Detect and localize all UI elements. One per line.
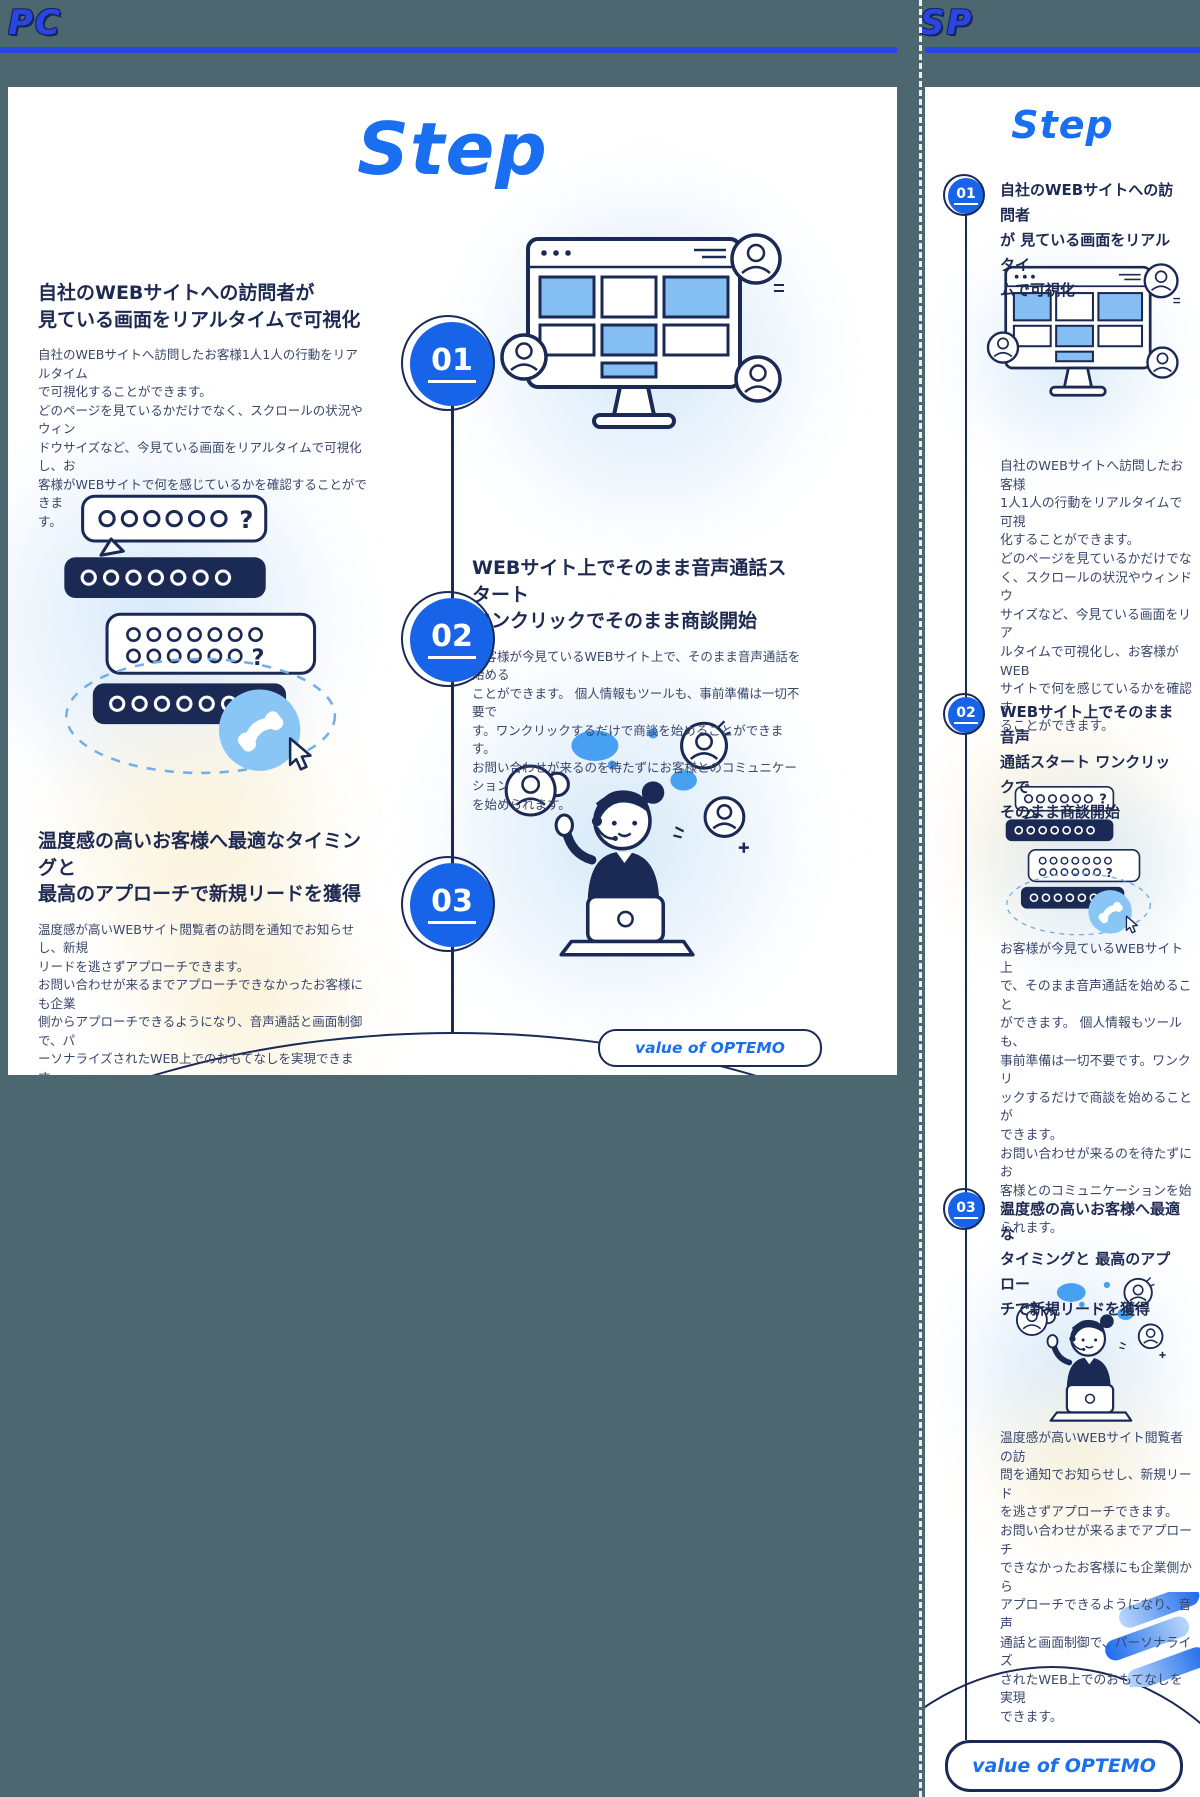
step-3-number-badge: 03 [943, 1188, 985, 1230]
step-3-body: 温度感が高いWEBサイト閲覧者の訪 問を通知でお知らせし、新規リード を逃さずア… [1000, 1431, 1192, 1725]
pc-preview-card: Step 自社のWEBサイトへの訪問者が 見ている画面をリアルタイムで可視化 自… [8, 87, 897, 1075]
sp-top-bar [925, 47, 1200, 53]
step-2-number-badge: 02 [943, 693, 985, 735]
step-connector-line [451, 364, 454, 1032]
pc-step-2-text: WEBサイト上でそのまま音声通話スタート ワンクリックでそのまま商談開始 お客様… [472, 555, 804, 814]
step-2-heading: WEBサイト上でそのまま音声通話スタート ワンクリックでそのまま商談開始 [472, 557, 787, 632]
monitor-live-viewers-illustration [498, 227, 798, 497]
step-1-body: 自社のWEBサイトへ訪問したお客様1人1人の行動をリアルタイム で可視化すること… [38, 347, 367, 529]
step-3-number-badge: 03 [401, 856, 495, 952]
pc-version-label: PC [8, 3, 62, 43]
step-connector-line [964, 196, 967, 1740]
section-title: Step [1011, 103, 1114, 147]
panel-divider-dashed-line [919, 0, 922, 1797]
step-2-body: お客様が今見ているWEBサイト上で、そのまま音声通話を始める ことができます。 … [472, 648, 801, 812]
step-2-heading: WEBサイト上でそのまま音声 通話スタート ワンクリックで そのまま商談開始 [1000, 703, 1174, 821]
step-3-number: 03 [954, 1201, 978, 1219]
step-1-number-badge: 01 [943, 174, 985, 216]
sp-version-label: SP [920, 3, 974, 43]
step-2-number-badge: 02 [401, 591, 495, 687]
step-1-body: 自社のWEBサイトへ訪問したお客様 1人1人の行動をリアルタイムで可視 化するこ… [1000, 459, 1192, 735]
step-1-heading: 自社のWEBサイトへの訪問者が 見ている画面をリアルタイムで可視化 [38, 282, 361, 331]
value-of-optemo-badge[interactable]: value of OPTEMO [945, 1740, 1183, 1792]
dome-arc-decoration [8, 1032, 897, 1075]
step-3-number: 03 [428, 886, 476, 924]
step-3-body: 温度感が高いWEBサイト閲覧者の訪問を通知でお知らせし、新規 リードを逃さずアプ… [38, 921, 364, 1076]
dome-arc-decoration [925, 1666, 1200, 1797]
pc-step-3-text: 温度感の高いお客様へ最適なタイミングと 最高のアプローチで新規リードを獲得 温度… [38, 828, 370, 1075]
step-2-number: 02 [428, 621, 476, 659]
step-3-heading: 温度感の高いお客様へ最適なタイミングと 最高のアプローチで新規リードを獲得 [38, 830, 362, 905]
step-2-number: 02 [954, 706, 978, 724]
pc-step-1-text: 自社のWEBサイトへの訪問者が 見ている画面をリアルタイムで可視化 自社のWEB… [38, 280, 370, 531]
step-1-number-badge: 01 [401, 315, 495, 411]
step-1-heading: 自社のWEBサイトへの訪問者 が 見ている画面をリアルタイ ムで可視化 [1000, 181, 1174, 299]
pc-top-bar [0, 47, 897, 53]
section-title: Step [357, 107, 548, 191]
sp-preview-card: Step 01 自社のWEBサイトへの訪問者 が 見ている画面をリアルタイ ムで… [925, 87, 1200, 1797]
step-3-heading: 温度感の高いお客様へ最適な タイミングと 最高のアプロー チで新規リードを獲得 [1000, 1200, 1181, 1318]
step-2-body: お客様が今見ているWEBサイト上 で、そのまま音声通話を始めること ができます。… [1000, 942, 1192, 1236]
step-1-number: 01 [428, 345, 476, 383]
value-of-optemo-badge[interactable]: value of OPTEMO [598, 1029, 822, 1067]
step-1-number: 01 [954, 187, 978, 205]
